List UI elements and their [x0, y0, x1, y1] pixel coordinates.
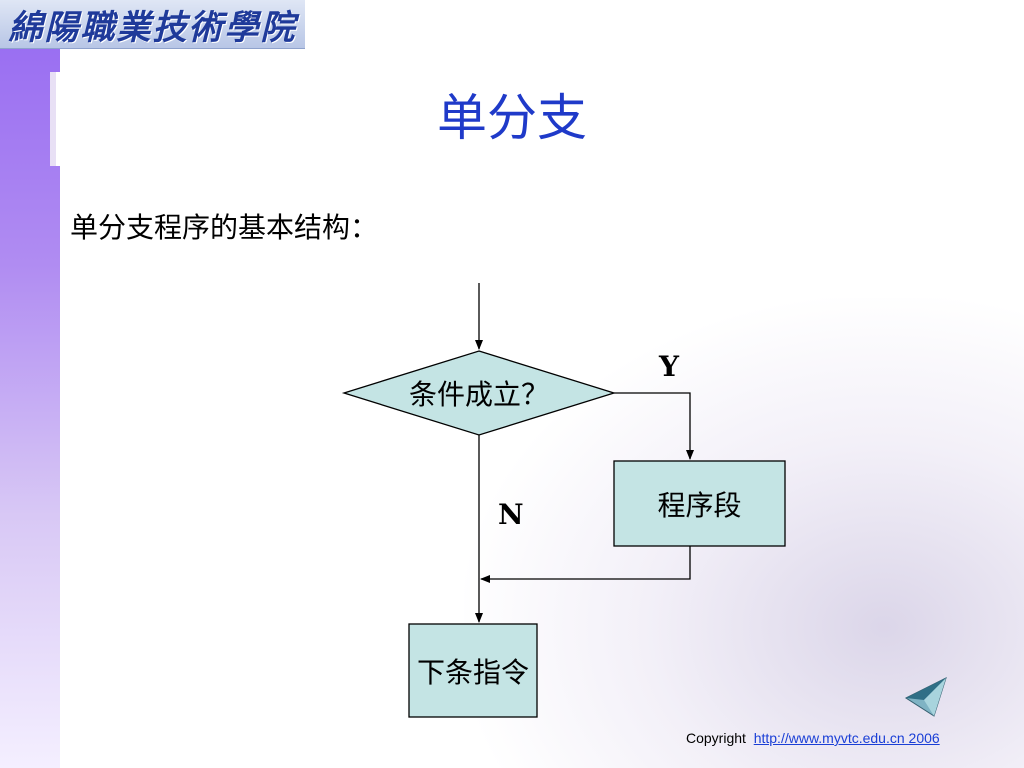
condition-label: 条件成立？ [408, 378, 549, 411]
no-branch-label: N [498, 498, 524, 531]
page-title: 单分支 [437, 89, 587, 147]
intro-text: 单分支程序的基本结构： [70, 211, 379, 244]
logo-text: 綿陽職業技術學院 [8, 7, 297, 48]
next-instruction-box [408, 623, 538, 718]
title-panel [50, 72, 1024, 166]
next-instruction-label: 下条指令 [416, 655, 529, 689]
college-logo: 綿陽職業技術學院 [0, 0, 305, 49]
copyright-footer: Copyright http://www.myvtc.edu.cn 2006 [686, 730, 940, 746]
copyright-label: Copyright [686, 730, 746, 746]
website-link[interactable]: http://www.myvtc.edu.cn 2006 [753, 730, 940, 746]
left-decorative-band [0, 48, 60, 768]
navigation-arrow-icon[interactable] [904, 676, 948, 718]
yes-branch-arrow [614, 392, 694, 460]
yes-branch-label: Y [659, 350, 679, 383]
process-label: 程序段 [657, 488, 742, 522]
merge-arrow [480, 546, 691, 583]
process-box [613, 460, 786, 547]
